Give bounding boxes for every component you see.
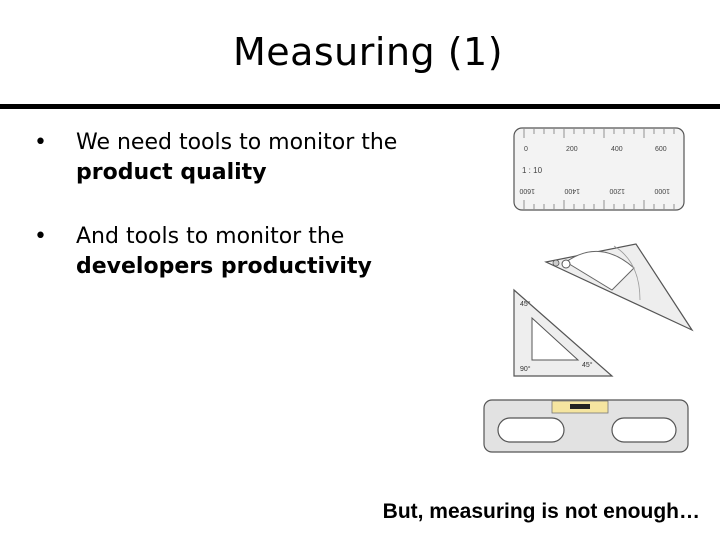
ruler-top-tick: 0	[524, 146, 528, 153]
bullet-item: • We need tools to monitor the product q…	[34, 128, 434, 188]
title-divider	[0, 104, 720, 109]
angle-label: 90°	[520, 365, 531, 373]
angle-label: 45°	[520, 300, 531, 308]
slide-title: Measuring (1)	[232, 30, 504, 74]
ruler-image: 0 200 400 600 1 : 10 1600 1400 1200 1000	[513, 127, 685, 211]
bullet-emphasis: developers productivity	[76, 254, 372, 279]
ruler-top-tick: 600	[655, 146, 667, 153]
ruler-bottom-tick: 1600	[519, 187, 535, 194]
bullet-dot: •	[34, 224, 47, 249]
ruler-top-tick: 400	[611, 146, 623, 153]
angle-label: 45°	[582, 361, 593, 369]
ruler-bottom-tick: 1000	[654, 187, 670, 194]
caption-text: But, measuring is not enough…	[382, 500, 700, 523]
bullet-dot: •	[34, 130, 47, 155]
bullet-list: • We need tools to monitor the product q…	[34, 128, 434, 316]
ruler-scale-label: 1 : 10	[522, 166, 543, 175]
adjustable-triangle-image	[544, 243, 694, 332]
set-square-image: 45° 90° 45°	[513, 288, 614, 377]
ruler-bottom-tick: 1200	[609, 187, 625, 194]
bullet-text: We need tools to monitor the	[76, 130, 398, 155]
bullet-emphasis: product quality	[76, 160, 267, 185]
spirit-level-image	[483, 399, 689, 453]
bullet-item: • And tools to monitor the developers pr…	[34, 222, 434, 282]
ruler-top-tick: 200	[566, 146, 578, 153]
ruler-bottom-tick: 1400	[564, 187, 580, 194]
bullet-text: And tools to monitor the	[76, 224, 345, 249]
